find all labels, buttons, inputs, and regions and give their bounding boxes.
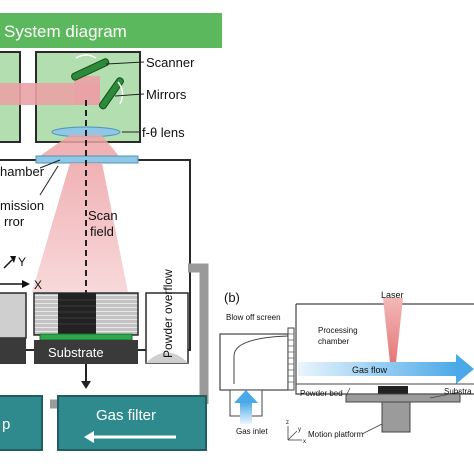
f-theta-lens-label: f-θ lens: [142, 125, 185, 140]
scanner-label: Scanner: [146, 55, 195, 70]
axis-b-y-label: y: [298, 427, 301, 433]
gas-filter-label: Gas filter: [96, 407, 156, 424]
build-part: [58, 293, 96, 335]
scanner-leader: [105, 61, 145, 65]
panel-a-title: System diagram: [4, 22, 127, 41]
panel-b-tag: (b): [224, 290, 240, 305]
pump-label: p: [2, 416, 10, 433]
processing-chamber-outline: [295, 303, 474, 395]
motion-platform: [381, 401, 411, 433]
axis-x-label: X: [34, 278, 42, 292]
platform-motion-arrow-head: [81, 381, 91, 389]
processing-chamber-label-1: Processing: [318, 326, 358, 335]
gas-filter-box: [57, 395, 207, 451]
gas-flow-label: Gas flow: [352, 365, 388, 375]
title-bar: [0, 13, 222, 48]
panel-b: (b): [219, 290, 474, 445]
gas-inlet-label: Gas inlet: [236, 427, 268, 436]
part-layers: [58, 299, 96, 325]
substrate-plate: [39, 333, 133, 341]
mirrors-label: Mirrors: [146, 87, 187, 102]
laser-beam: [383, 298, 403, 372]
powder-bed-label: Powder bed: [300, 389, 343, 398]
chamber-leader: [39, 159, 61, 169]
axis-y-label: Y: [18, 255, 26, 269]
powder-overflow-label: Powder overflow: [161, 269, 175, 358]
mirror-rotation-arrow-1: [75, 54, 97, 59]
substrate-label-b: Substra: [444, 387, 472, 396]
x-axis-arrow: [22, 280, 30, 288]
transmission-mirror-label-2: rror: [4, 214, 25, 229]
laser-beam-vertical: [74, 76, 100, 105]
mirror-rotation-arrow-2: [117, 81, 124, 105]
blow-off-screen-mesh: [288, 333, 294, 383]
substrate-leader: [429, 391, 461, 399]
substrate-label: Substrate: [48, 345, 104, 360]
powder-bed-left: [0, 292, 27, 339]
gas-inlet-curve: [233, 335, 289, 384]
gas-inlet-housing: [219, 333, 289, 391]
axis-b-y: [287, 430, 298, 441]
powder-overflow-bin: [145, 292, 189, 364]
processing-chamber-label-2: chamber: [318, 337, 349, 346]
laser-label: Laser: [381, 290, 404, 300]
melt-zone: [378, 386, 408, 394]
transmission-leader: [39, 165, 59, 196]
y-axis: [3, 259, 13, 269]
gas-return-pipe: [188, 263, 209, 404]
gas-flow-arrow-head: [456, 354, 474, 384]
powder-bed-leader: [345, 387, 351, 397]
chamber-label: hamber: [0, 164, 45, 179]
axis-b-x-label: x: [303, 439, 306, 445]
gas-inlet-arrow-shaft: [240, 402, 252, 424]
substrate-base: [34, 340, 138, 364]
scan-field-beam: [34, 135, 122, 160]
motion-platform-leader: [361, 423, 383, 435]
scan-field-label-2: field: [90, 224, 114, 239]
blow-off-screen-label: Blow off screen: [226, 313, 281, 322]
scan-field-label-1: Scan: [88, 208, 118, 223]
gas-flow-arrow-shaft: [298, 362, 458, 376]
blow-off-screen: [287, 327, 295, 391]
pump-box: [0, 395, 43, 451]
panel-a: System diagram: [0, 13, 222, 451]
gas-inlet-arrow-head: [234, 390, 258, 403]
scanner-mirror-1: [71, 58, 110, 81]
axis-b-z-label: z: [286, 420, 289, 426]
scanner-mirror-2: [98, 77, 124, 110]
scan-field-cone: [32, 163, 128, 292]
mirrors-leader: [114, 93, 145, 97]
y-axis-arrow: [10, 256, 16, 263]
overflow-powder-heap: [146, 352, 188, 363]
left-base-block: [0, 338, 26, 364]
motion-platform-label: Motion platform: [308, 430, 363, 439]
transmission-mirror-label-1: mission: [0, 198, 44, 213]
gas-filter-arrow-head: [84, 431, 94, 443]
